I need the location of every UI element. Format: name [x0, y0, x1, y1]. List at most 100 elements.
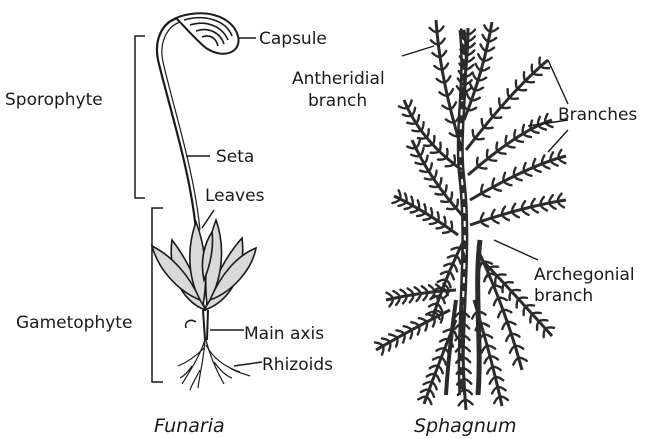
label-sporophyte: Sporophyte — [5, 90, 103, 110]
sphagnum-leaflet — [533, 167, 540, 171]
branches-leader-3 — [548, 130, 568, 152]
sphagnum-leaflet — [438, 158, 446, 160]
sphagnum-leaflet — [504, 282, 513, 283]
sphagnum-leaflet — [450, 193, 452, 201]
sphagnum-leaflet — [473, 130, 475, 138]
sphagnum-leaflet — [541, 205, 547, 211]
sphagnum-leaflet — [481, 185, 482, 194]
sphagnum-leaflet — [524, 72, 526, 81]
sphagnum-leaflet — [405, 205, 413, 209]
sphagnum-leaflet — [494, 397, 500, 403]
sphagnum-leaflet — [408, 100, 412, 108]
sphagnum-leaflet — [487, 150, 488, 159]
sphagnum-leaflet — [392, 199, 400, 203]
sphagnum-leaflet — [438, 212, 439, 221]
sphagnum-leaflet — [441, 357, 446, 364]
sphagnum-leaflet — [482, 193, 490, 197]
sphagnum-leaflet — [497, 151, 505, 154]
sphagnum-leaflet — [443, 230, 451, 233]
sphagnum-leaflet — [427, 129, 429, 137]
sphagnum-leaflet — [508, 89, 510, 97]
sphagnum-leaflet — [467, 93, 472, 100]
sphagnum-branch — [424, 320, 456, 404]
sphagnum-leaflet — [382, 346, 383, 355]
sphagnum-leaflet — [483, 35, 489, 41]
sphagnum-leaflet — [382, 338, 390, 342]
sphagnum-leaflet — [450, 102, 456, 109]
sphagnum-leaflet — [407, 123, 416, 124]
sphagnum-leaflet — [456, 200, 458, 208]
sphagnum-leaflet — [424, 156, 428, 164]
sphagnum-leaflet — [444, 217, 445, 226]
sphagnum-leaflet — [393, 291, 399, 297]
sphagnum-leaflet — [531, 129, 539, 133]
sphagnum-leaflet — [446, 164, 454, 166]
sphagnum-branch — [376, 310, 450, 350]
sphagnum-leaflet — [437, 225, 445, 228]
sphagnum-leaflet — [494, 298, 499, 305]
capsule-shape — [176, 13, 239, 53]
gametophyte-bracket — [152, 208, 163, 382]
sphagnum-leaflet — [411, 108, 415, 116]
sphagnum-leaflet — [418, 138, 427, 139]
label-main-axis: Main axis — [244, 324, 324, 344]
sphagnum-leaflet — [559, 158, 566, 163]
sphagnum-leaflet — [499, 98, 501, 106]
sphagnum-leaflet — [477, 158, 478, 167]
label-capsule: Capsule — [259, 29, 327, 49]
sphagnum-leaflet — [518, 89, 527, 90]
sphagnum-leaflet — [503, 284, 505, 293]
sphagnum-leaflet — [538, 125, 546, 129]
sphagnum-leaflet — [435, 374, 440, 381]
sporophyte-bracket — [135, 36, 145, 198]
sphagnum-leaflet — [396, 330, 404, 334]
sphagnum-leaflet — [516, 80, 518, 88]
sphagnum-leaflet — [416, 115, 419, 123]
sphagnum-leaflet — [420, 148, 424, 156]
sphagnum-leaflet — [447, 208, 456, 209]
sphagnum-leaflet — [425, 179, 434, 180]
sphagnum-leaflet — [482, 119, 484, 127]
sphagnum-leaflet — [526, 81, 535, 83]
sphagnum-leaflet — [441, 201, 450, 202]
sphagnum-leaflet — [497, 274, 506, 275]
label-antheridial-2: branch — [308, 91, 367, 111]
sphagnum-leaflet — [541, 66, 549, 68]
sphagnum-leaflet — [489, 286, 494, 293]
antheridial-leader — [402, 46, 434, 56]
sphagnum-leaflet — [456, 256, 460, 264]
sphagnum-leaflet — [514, 130, 515, 139]
sphagnum-leaflet — [476, 64, 481, 71]
sphagnum-leaflet — [475, 138, 484, 139]
sphagnum-leaflet — [510, 98, 519, 99]
sphagnum-leaflet — [517, 299, 519, 307]
label-branches: Branches — [558, 105, 637, 125]
caption-sphagnum: Sphagnum — [414, 415, 516, 437]
sphagnum-leaflet — [502, 322, 507, 329]
sphagnum-plant — [375, 20, 566, 410]
sphagnum-leaflet — [523, 125, 524, 134]
sphagnum-leaflet — [488, 158, 496, 160]
sphagnum-leaflet — [411, 209, 419, 213]
sphagnum-leaflet — [433, 136, 435, 144]
sphagnum-leaflet — [453, 264, 457, 271]
sphagnum-leaflet — [498, 310, 503, 317]
label-antheridial-1: Antheridial — [292, 69, 385, 89]
sphagnum-leaflet — [532, 313, 541, 314]
sphagnum-leaflet — [411, 197, 413, 206]
sphagnum-leaflet — [513, 358, 518, 365]
sphagnum-leaflet — [431, 151, 439, 153]
seta-stalk — [157, 18, 196, 230]
sphagnum-leaflet — [451, 222, 452, 231]
sphagnum-leaflet — [421, 122, 424, 130]
sphagnum-leaflet — [412, 130, 421, 131]
sphagnum-leaflet — [524, 307, 526, 315]
sphagnum-leaflet — [523, 134, 531, 137]
sphagnum-leaflet — [490, 267, 499, 268]
funaria-annotations — [135, 36, 262, 382]
sphagnum-leaflet — [434, 171, 437, 179]
sphagnum-leaflet — [491, 108, 493, 116]
sphagnum-leaflet — [493, 117, 502, 118]
sphagnum-leaflet — [420, 171, 429, 172]
